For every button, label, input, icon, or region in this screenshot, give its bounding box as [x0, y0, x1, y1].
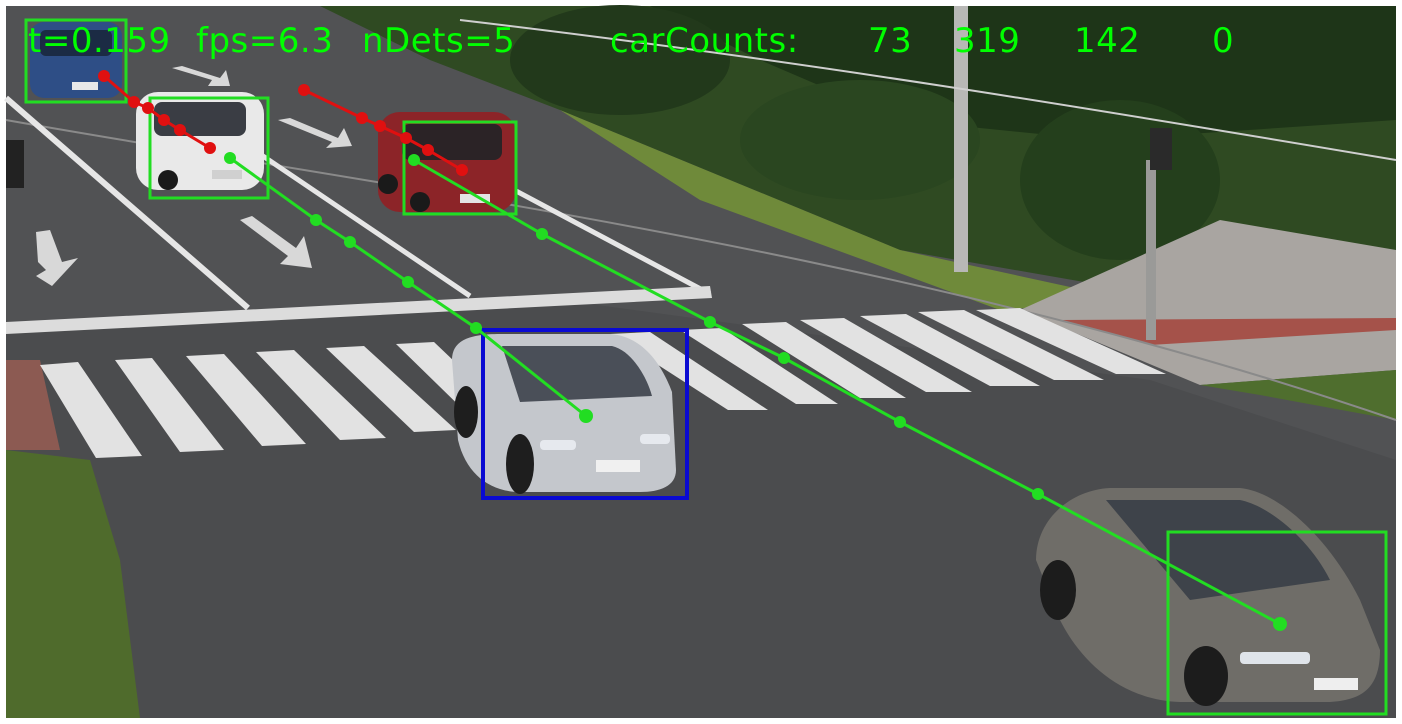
time-readout: t=0.159: [28, 21, 171, 61]
track-active-2: [408, 154, 1287, 631]
detection-box-1: [24, 18, 128, 104]
sidewalk: [1020, 220, 1396, 385]
car-count-4: 0: [1212, 21, 1235, 61]
detection-box-2: [148, 96, 270, 200]
traffic-light: [1150, 128, 1172, 170]
car-count-1: 73: [868, 21, 913, 61]
track-lost-2: [298, 84, 468, 176]
track-active-1: [224, 152, 593, 423]
detection-box-5: [1166, 530, 1388, 716]
car-count-2: 319: [954, 21, 1021, 61]
car-gray: [1036, 488, 1380, 706]
detection-box-3: [402, 120, 518, 216]
detections-count: nDets=5: [362, 21, 516, 61]
fps-readout: fps=6.3: [196, 21, 334, 61]
car-counts-label: carCounts:: [610, 21, 799, 61]
street-pole: [954, 6, 968, 272]
left-grass: [6, 450, 140, 718]
detection-box-4: [481, 328, 689, 500]
car-silver: [452, 334, 676, 494]
car-count-3: 142: [1074, 21, 1141, 61]
track-lost-1: [98, 70, 216, 154]
